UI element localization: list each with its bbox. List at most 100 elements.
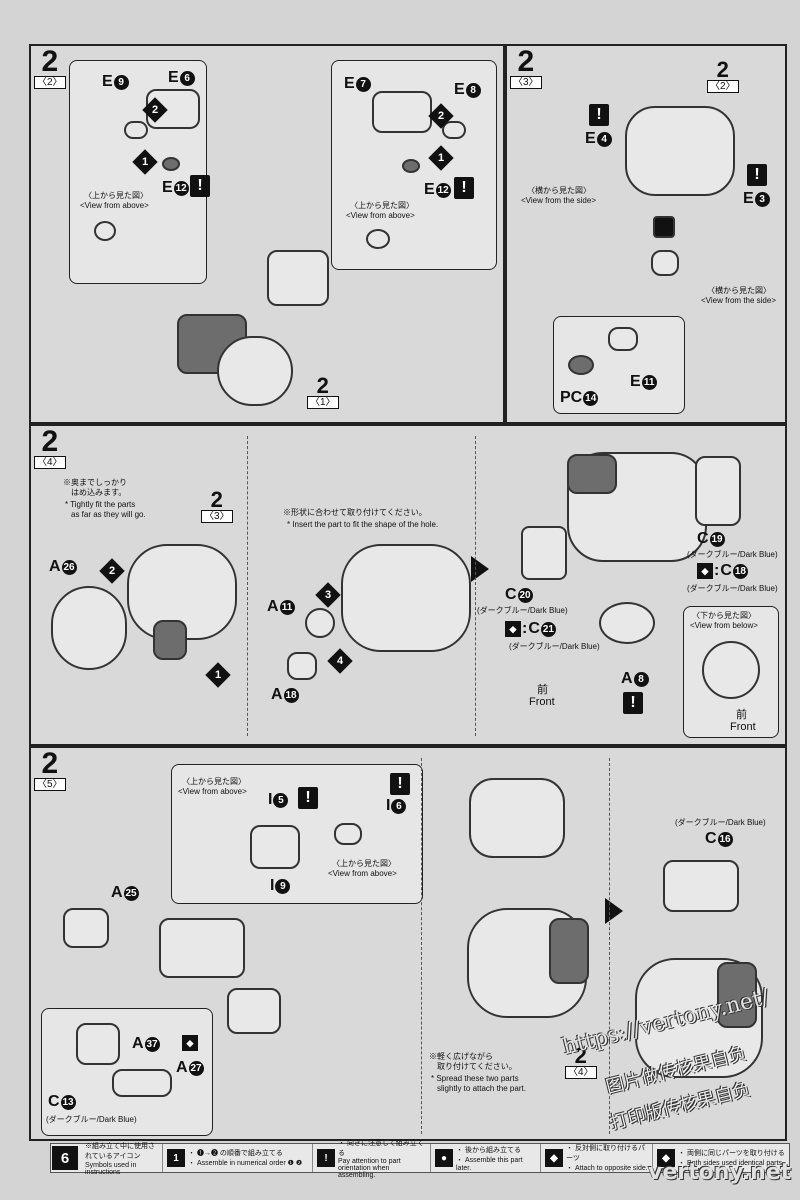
part-drawing — [599, 602, 655, 644]
part-drawing — [521, 526, 567, 580]
opposite-side-icon: ◆ — [545, 1149, 563, 1167]
view-note-en: <View from above> — [80, 201, 149, 210]
note-jp: ※軽く広げながら — [429, 1052, 493, 1061]
part-drawing — [76, 1023, 120, 1065]
legend-title-jp: ※組み立て中に使用されているアイコン — [85, 1142, 155, 1160]
order-icon: 1 — [167, 1149, 185, 1167]
color-note: (ダークブルー/Dark Blue) — [477, 606, 568, 615]
view-note-en: <View from above> — [346, 211, 415, 220]
step-sub-number: 〈3〉 — [510, 76, 542, 89]
front-label-jp: 前 — [736, 709, 747, 721]
front-label-en: Front — [529, 696, 555, 708]
below-view-en: <View from below> — [690, 621, 758, 630]
color-note: (ダークブルー/Dark Blue) — [46, 1115, 137, 1124]
note-en: * Spread these two parts — [431, 1074, 519, 1083]
color-note: (ダークブルー/Dark Blue) — [687, 584, 778, 593]
view-note-jp: 〈上から見た図〉 — [350, 201, 414, 210]
assembly-drawing — [625, 106, 735, 196]
part-code-both-sides: ◆ — [182, 1035, 198, 1051]
note-jp: 取り付けてください。 — [437, 1062, 517, 1071]
caution-icon: ! — [747, 164, 767, 186]
color-note: (ダークブルー/Dark Blue) — [687, 550, 778, 559]
note-jp: はめ込みます。 — [71, 488, 127, 497]
side-view-jp: 〈横から見た図〉 — [527, 186, 591, 195]
step-sub-number: 〈4〉 — [34, 456, 66, 469]
assembly-drawing — [341, 544, 471, 652]
step-number: 2 — [517, 45, 535, 78]
front-label-jp: 前 — [537, 684, 548, 696]
front-label-en: Front — [730, 721, 756, 733]
legend-item: ◆ ・ 反対側に取り付けるパーツ・ Attach to opposite sid… — [541, 1144, 653, 1172]
next-arrow — [605, 898, 623, 924]
legend-item: ◆ ・ 両側に同じパーツを取り付ける・ Both sides used iden… — [653, 1144, 789, 1172]
part-drawing — [287, 652, 317, 680]
part-drawing — [153, 620, 187, 660]
step-number: 2 — [41, 45, 59, 78]
order-marker: 3 — [315, 582, 341, 608]
above-view-en: <View from above> — [328, 869, 397, 878]
color-note: (ダークブルー/Dark Blue) — [509, 642, 600, 651]
note-jp: ※形状に合わせて取り付けてください。 — [283, 508, 427, 517]
step-badge: 2 〈4〉 — [34, 427, 66, 469]
caution-icon: ! — [298, 787, 318, 809]
part-drawing — [366, 229, 390, 249]
legend-item: ● ・ 後から組み立てる・ Assemble this part later. — [431, 1144, 541, 1172]
order-marker: 1 — [428, 145, 454, 171]
caution-icon: ! — [390, 773, 410, 795]
step-sub-number: 〈2〉 — [34, 76, 66, 89]
assembly-drawing — [159, 918, 245, 978]
above-view-jp: 〈上から見た図〉 — [182, 777, 246, 786]
reference-step: 2 〈2〉 — [707, 59, 739, 93]
part-drawing — [717, 962, 757, 1028]
reference-step: 2 〈3〉 — [201, 489, 233, 523]
part-drawing — [702, 641, 760, 699]
step-badge: 2 〈3〉 — [510, 45, 542, 89]
above-view-en: <View from above> — [178, 787, 247, 796]
note-en: slightly to attach the part. — [437, 1084, 526, 1093]
part-drawing — [608, 327, 638, 351]
part-drawing — [227, 988, 281, 1034]
note-en: as far as they will go. — [71, 510, 146, 519]
part-drawing — [334, 823, 362, 845]
page-number: 6 — [52, 1146, 78, 1170]
part-drawing — [51, 586, 127, 670]
assemble-later-icon — [653, 216, 675, 238]
color-note: (ダークブルー/Dark Blue) — [675, 818, 766, 827]
divider — [609, 758, 610, 1134]
order-marker: 1 — [205, 662, 231, 688]
side-view-en: <View from the side> — [521, 196, 597, 205]
assembly-drawing — [217, 336, 293, 406]
next-arrow — [471, 556, 489, 582]
part-drawing — [567, 454, 617, 494]
side-view-en: <View from the side> — [701, 296, 777, 305]
divider — [247, 436, 248, 736]
part-drawing — [372, 91, 432, 133]
view-note-jp: 〈上から見た図〉 — [84, 191, 148, 200]
order-marker: 2 — [99, 558, 125, 584]
order-marker: 4 — [327, 648, 353, 674]
part-drawing — [695, 456, 741, 526]
below-view-jp: 〈下から見た図〉 — [692, 611, 756, 620]
part-drawing — [469, 778, 565, 858]
